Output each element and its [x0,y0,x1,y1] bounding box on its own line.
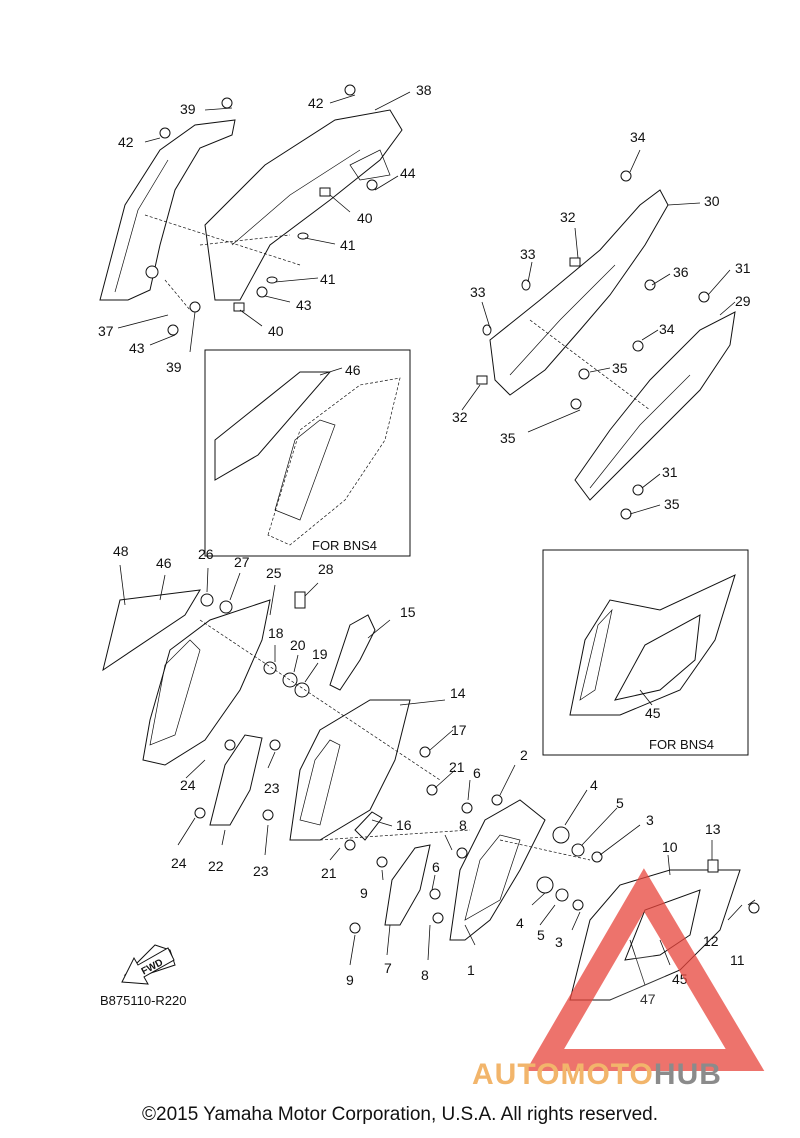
callout-21: 21 [449,759,465,775]
callout-5: 5 [616,795,624,811]
callout-39: 39 [180,101,196,117]
callout-24: 24 [171,855,187,871]
callout-5: 5 [537,927,545,943]
callout-9: 9 [346,972,354,988]
callout-26: 26 [198,546,214,562]
callout-42: 42 [118,134,134,150]
callout-27: 27 [234,554,250,570]
callout-23: 23 [253,863,269,879]
callout-11: 11 [730,952,745,968]
callout-45: 45 [645,705,661,721]
lower-assembly [102,564,760,1001]
callout-7: 7 [384,960,392,976]
callout-18: 18 [268,625,284,641]
callout-23: 23 [264,780,280,796]
callout-20: 20 [290,637,306,653]
callout-6: 6 [473,765,481,781]
callout-40: 40 [268,323,284,339]
callout-44: 44 [400,165,416,181]
callout-25: 25 [266,565,282,581]
upper-right-assembly [461,149,736,520]
callout-10: 10 [662,839,678,855]
callout-43: 43 [296,297,312,313]
callout-22: 22 [208,858,224,874]
callout-31: 31 [662,464,678,480]
callout-9: 9 [360,885,368,901]
callout-3: 3 [555,934,563,950]
callout-39: 39 [166,359,182,375]
callout-17: 17 [451,722,467,738]
callout-8: 8 [421,967,429,983]
callout-36: 36 [673,264,689,280]
callout-38: 38 [416,82,432,98]
callout-46: 46 [345,362,361,378]
callout-8: 8 [459,817,467,833]
callout-33: 33 [520,246,536,262]
watermark-text: AUTOMOTOHUB [472,1058,722,1092]
callout-48: 48 [113,543,129,559]
reference-code: B875110-R220 [100,993,187,1008]
callout-2: 2 [520,747,528,763]
callout-43: 43 [129,340,145,356]
callout-35: 35 [612,360,628,376]
callout-24: 24 [180,777,196,793]
callout-31: 31 [735,260,751,276]
callout-47: 47 [640,991,656,1007]
callout-33: 33 [470,284,486,300]
callout-32: 32 [452,409,468,425]
callout-35: 35 [500,430,516,446]
callout-14: 14 [450,685,466,701]
callout-29: 29 [735,293,751,309]
callout-42: 42 [308,95,324,111]
callout-37: 37 [98,323,114,339]
callout-40: 40 [357,210,373,226]
watermark-part1: AUTOMOTO [472,1058,654,1091]
callout-41: 41 [340,237,356,253]
callout-35: 35 [664,496,680,512]
callout-16: 16 [396,817,412,833]
callout-4: 4 [590,777,598,793]
watermark-part2: HUB [653,1058,722,1091]
callout-21: 21 [321,865,337,881]
callout-15: 15 [400,604,416,620]
callout-12: 12 [703,933,719,949]
callout-6: 6 [432,859,440,875]
callout-34: 34 [659,321,675,337]
upper-left-assembly [99,84,411,353]
callout-32: 32 [560,209,576,225]
inset-right-label: FOR BNS4 [649,737,714,752]
callout-41: 41 [320,271,336,287]
inset-left-label: FOR BNS4 [312,538,377,553]
inset-left [204,349,411,557]
callout-13: 13 [705,821,721,837]
callout-4: 4 [516,915,524,931]
callout-28: 28 [318,561,334,577]
copyright-notice: ©2015 Yamaha Motor Corporation, U.S.A. A… [142,1104,658,1125]
callout-34: 34 [630,129,646,145]
callout-46: 46 [156,555,172,571]
inset-right [542,549,749,756]
callout-3: 3 [646,812,654,828]
callout-30: 30 [704,193,720,209]
watermark-logo [525,868,765,1071]
callout-1: 1 [467,962,475,978]
callout-19: 19 [312,646,328,662]
callout-labels: 1 2 3 3 4 4 5 5 6 6 7 8 8 9 9 10 11 12 1… [98,82,751,1007]
